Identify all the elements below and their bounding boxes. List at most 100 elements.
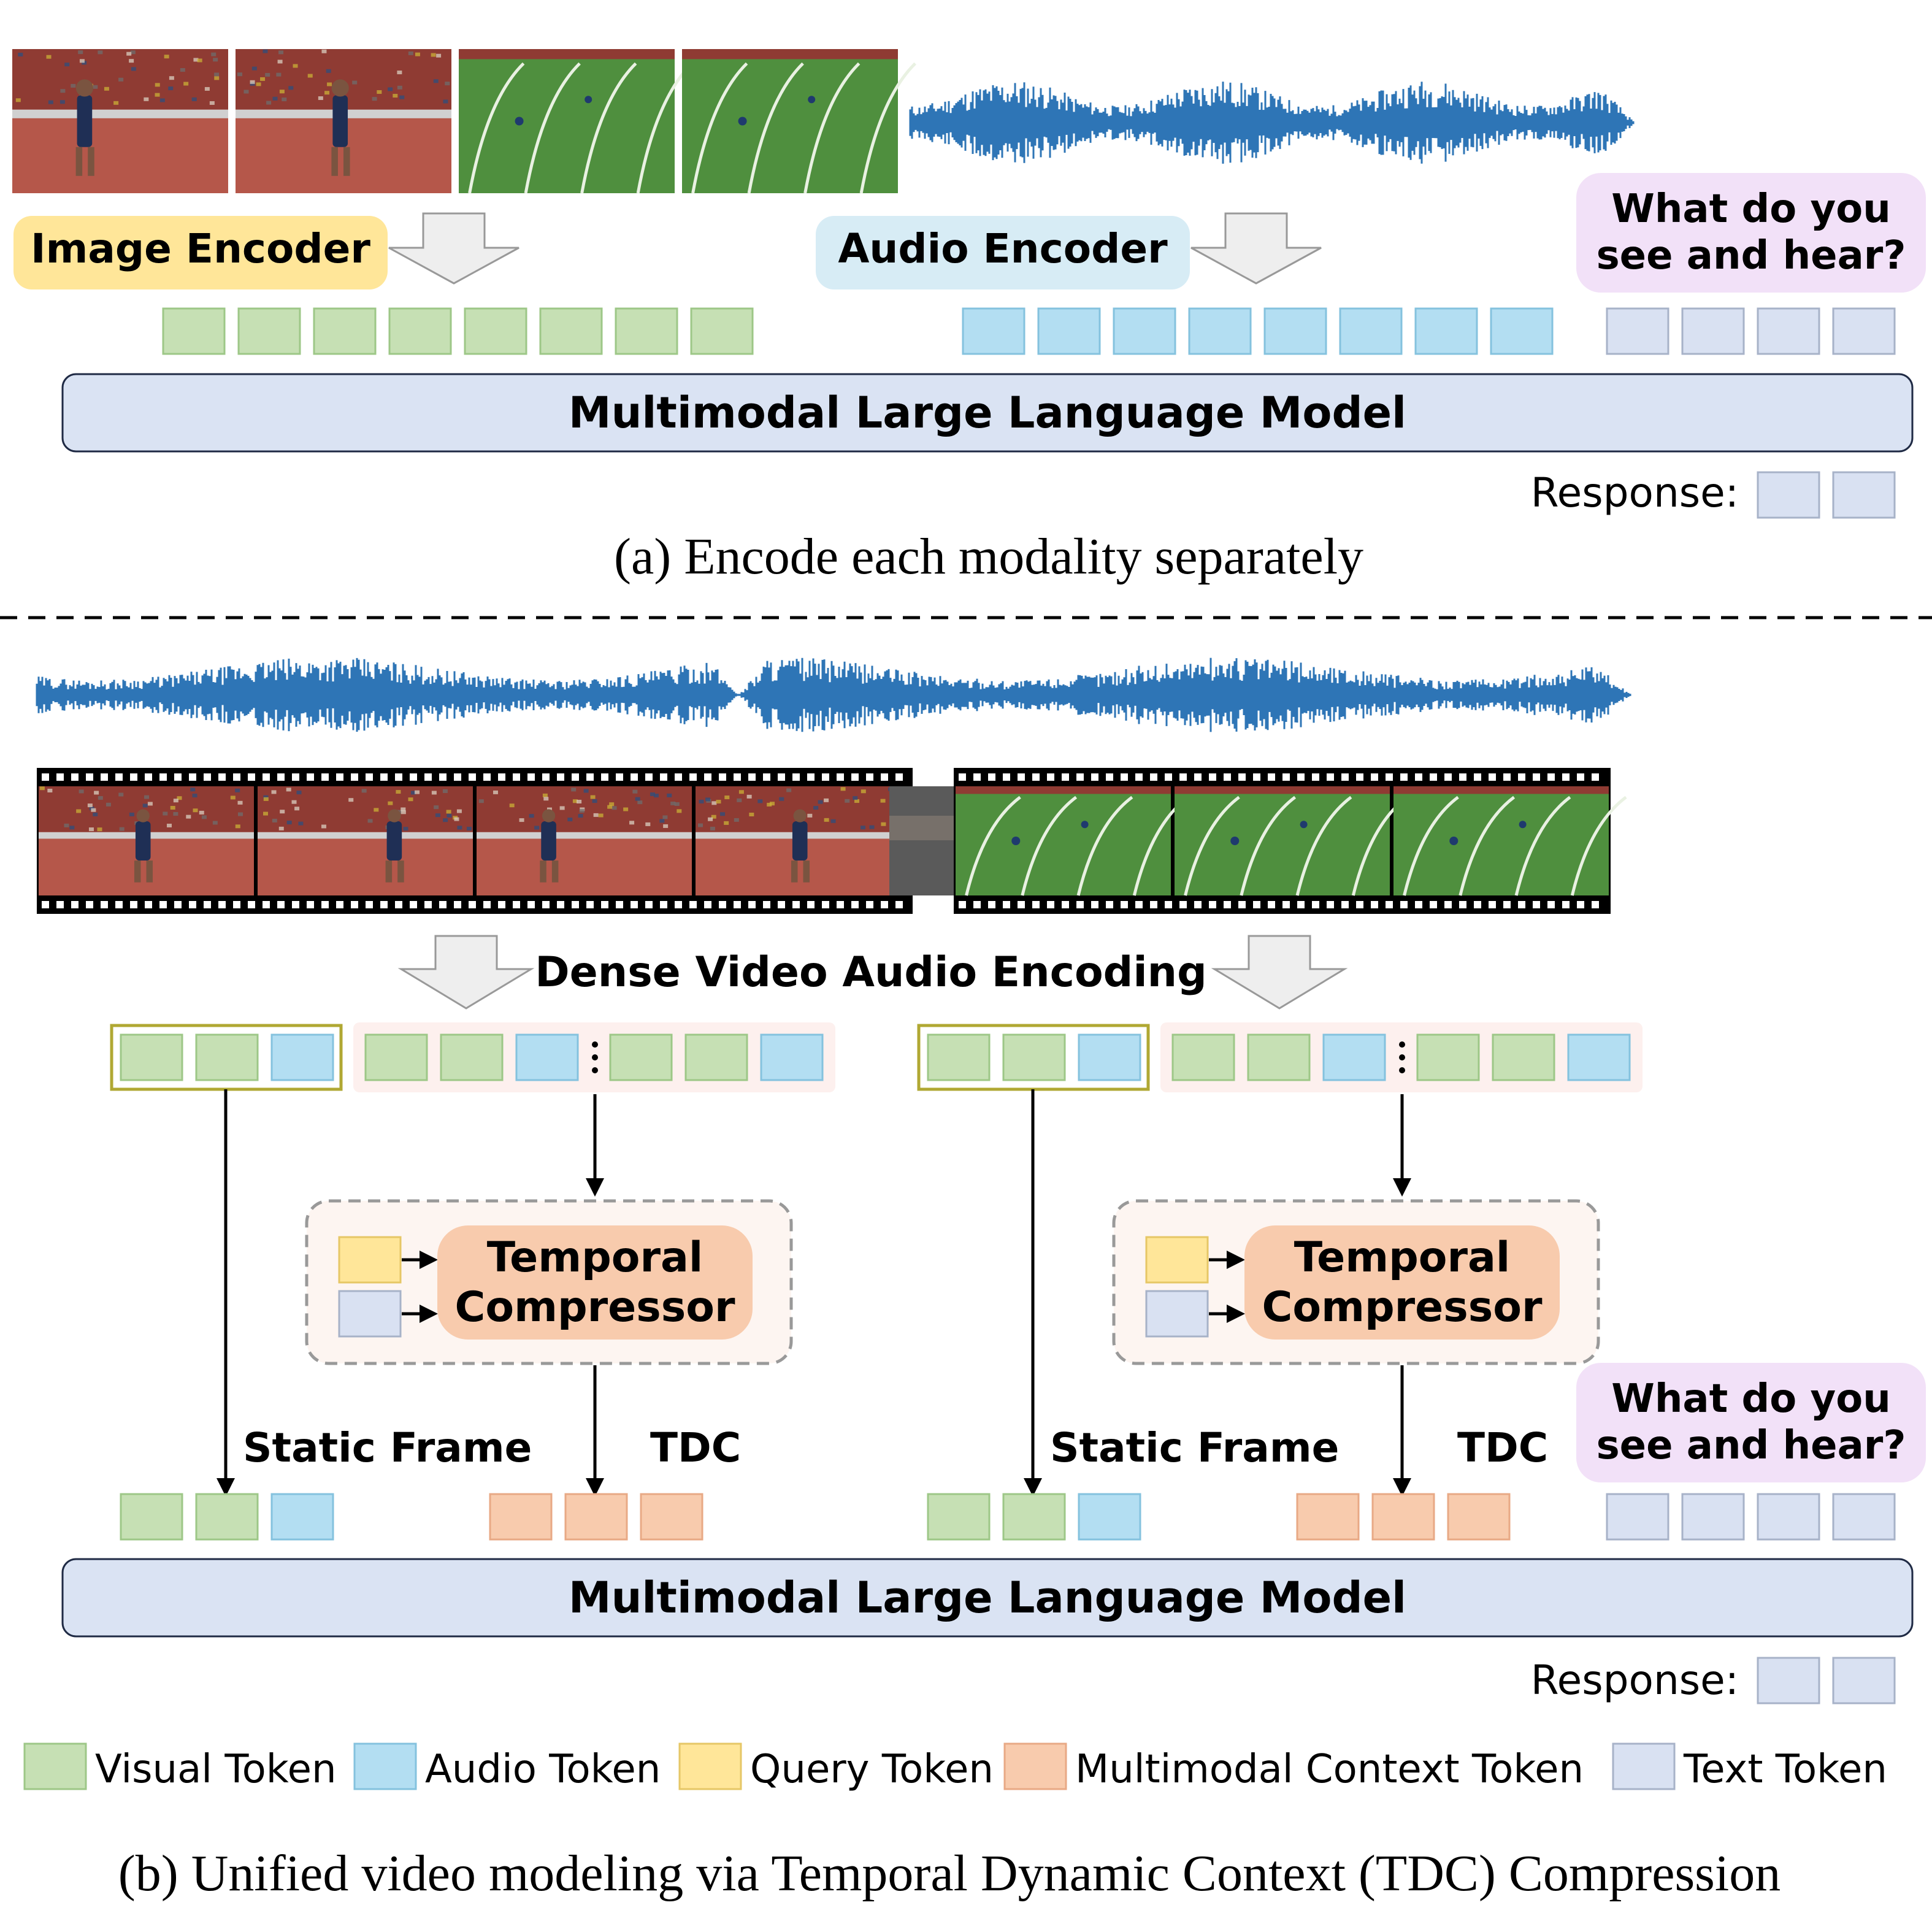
frame-crowd (607, 805, 613, 809)
visual-token (1247, 1033, 1311, 1081)
sprocket-hole (1547, 901, 1555, 908)
tdc-label: TDC (1457, 1424, 1548, 1471)
sprocket-hole (837, 901, 844, 908)
frame-crowd (632, 789, 638, 794)
frame-crowd (129, 812, 134, 816)
sprocket-hole (748, 901, 756, 908)
frame-crowd (251, 66, 257, 71)
sprocket-hole (1047, 773, 1054, 781)
frame-crowd (173, 811, 178, 816)
frame-crowd (674, 802, 680, 807)
text-token (1606, 1493, 1669, 1541)
frame-crowd (271, 790, 277, 794)
audio-token (1567, 1033, 1631, 1081)
sprocket-hole (542, 773, 550, 781)
stadium-athlete-frame (39, 786, 254, 895)
frame-line (580, 62, 637, 194)
visual-token (684, 1033, 748, 1081)
sprocket-hole (1032, 901, 1040, 908)
sprocket-hole (204, 901, 211, 908)
response-label-a: Response: (1531, 469, 1739, 516)
text-token (1757, 307, 1820, 355)
visual-token (237, 307, 301, 355)
sprocket-hole (1194, 901, 1202, 908)
frame-crowd (598, 813, 604, 818)
frame-line (1240, 795, 1297, 896)
frame-crowd (286, 788, 291, 792)
field-lines-frame (459, 49, 693, 194)
frame-crowd (377, 90, 382, 94)
text-token (1832, 1493, 1896, 1541)
sprocket-hole (1386, 773, 1393, 781)
context-token (1447, 1493, 1511, 1541)
frame-crowd (69, 826, 75, 830)
sprocket-hole (895, 773, 903, 781)
llm-block-b: Multimodal Large Language Model (61, 1558, 1914, 1638)
context-token (640, 1493, 703, 1541)
frame-crowd (577, 799, 582, 803)
legend-item-text: Text Token (1612, 1742, 1887, 1792)
response-tokens-a (1757, 471, 1896, 519)
audio-token (515, 1033, 579, 1081)
frame-crowd (543, 797, 549, 801)
frame-crowd (321, 49, 327, 53)
legend-item-context: Multimodal Context Token (1003, 1742, 1584, 1792)
frame-crowd (169, 76, 174, 80)
frame-figure (585, 96, 592, 104)
frame-crowd (860, 826, 865, 830)
frame-crowd (280, 810, 285, 814)
frame-crowd (435, 813, 440, 818)
frame-crowd (190, 788, 196, 792)
sprocket-hole (851, 773, 859, 781)
sprocket-hole (1018, 901, 1025, 908)
frame-crowd (144, 795, 150, 799)
frame-crowd (519, 818, 524, 822)
dense-encoding-label: Dense Video Audio Encoding (535, 948, 1207, 997)
sprocket-hole (675, 901, 682, 908)
sprocket-hole (395, 901, 402, 908)
sprocket-hole (174, 901, 182, 908)
sprocket-hole (410, 901, 417, 908)
frame-line (747, 62, 804, 194)
sprocket-hole (542, 901, 550, 908)
frame-figure (1011, 837, 1021, 845)
sprocket-hole (1297, 773, 1305, 781)
frame-crowd (767, 802, 772, 807)
audio-token (1322, 1033, 1386, 1081)
frame-crowd (39, 786, 45, 791)
sprocket-hole (1430, 901, 1437, 908)
frame-crowd (256, 82, 261, 86)
llm-label-b: Multimodal Large Language Model (569, 1573, 1406, 1623)
frame-athlete-leg (146, 861, 153, 883)
audio-token (1113, 307, 1176, 355)
frame-crowd (197, 58, 202, 63)
frame-crowd (155, 93, 160, 97)
frame-field (459, 49, 675, 193)
frame-athlete-head (542, 809, 556, 822)
frame-crowd (724, 821, 729, 825)
transition-gap (889, 786, 954, 895)
frame-crowd (583, 789, 589, 793)
filmstrip-2 (954, 768, 1627, 914)
llm-bar-b (61, 1558, 1914, 1638)
context-token (1371, 1493, 1435, 1541)
sprocket-hole (734, 773, 741, 781)
frame-figure (1449, 837, 1459, 845)
text-token (1832, 307, 1896, 355)
sprocket-hole (1400, 901, 1408, 908)
audio-token (1078, 1033, 1141, 1081)
frame-crowd (869, 825, 875, 829)
frame-crowd (466, 826, 472, 830)
frame-line (1184, 795, 1240, 896)
frame-crowd (204, 86, 210, 91)
frame-crowd (456, 809, 462, 813)
sprocket-hole (586, 901, 594, 908)
visual-token (313, 307, 377, 355)
sprocket-hole (645, 901, 653, 908)
frame-crowd (291, 800, 297, 804)
frame-line (691, 62, 748, 194)
visual-token (440, 1033, 504, 1081)
frame-crowd (277, 59, 283, 64)
sprocket-hole (86, 901, 93, 908)
